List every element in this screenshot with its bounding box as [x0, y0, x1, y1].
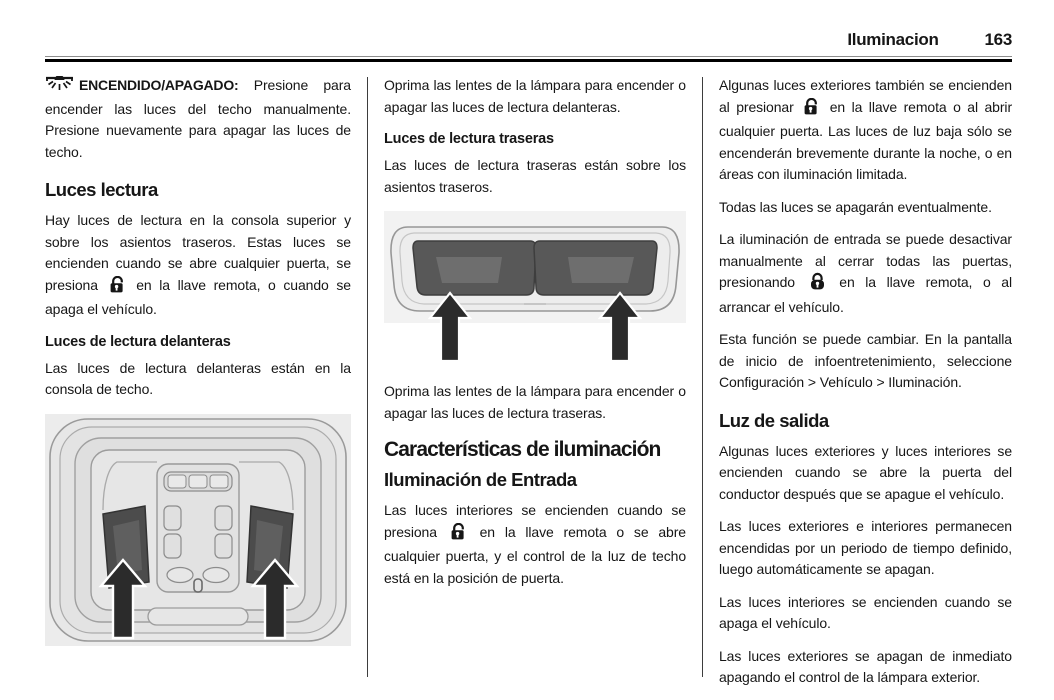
unlock-icon [109, 275, 126, 300]
subheading-front-reading-lights: Luces de lectura delanteras [45, 333, 231, 350]
entry-text-1: Las luces interiores se encienden cuando… [384, 502, 686, 540]
header-rule [45, 56, 1012, 62]
disable-text-1: La iluminación de entrada se puede desac… [719, 231, 1012, 290]
exterior-text-2: en la llave remota o al abrir cualquier … [719, 98, 1013, 183]
rear-press-paragraph: Oprima las lentes de la lámpara para enc… [384, 383, 686, 421]
up-arrow-icon [250, 557, 300, 639]
subheading-rear-reading-lights: Luces de lectura traseras [384, 131, 554, 147]
lock-icon [809, 272, 826, 297]
heading-caracteristicas: Características de iluminación [384, 438, 661, 461]
front-console-illustration [45, 413, 351, 651]
column-divider-1 [367, 77, 368, 677]
rear-lamp-illustration [384, 211, 686, 371]
dome-light-icon [45, 75, 74, 99]
reading-lights-text-1: Hay luces de lectura en la consola super… [45, 212, 351, 293]
exit-lighting-paragraph-2: Las luces exteriores e interiores perman… [719, 518, 1012, 577]
column-2: Oprima las lentes de la lámpara para enc… [384, 75, 686, 700]
onoff-text: Presione para encender las luces del tec… [45, 77, 351, 160]
reading-lights-text-2: en la llave remota, o cuando se apaga el… [45, 276, 351, 318]
exit-lighting-paragraph-1: Algunas luces exteriores y luces interio… [719, 442, 1012, 502]
unlock-icon [450, 522, 467, 547]
header-title: Iluminacion [847, 30, 939, 49]
unlock-icon [803, 97, 820, 122]
onoff-paragraph: ENCENDIDO/APAGADO: Presione para encende… [45, 75, 351, 163]
content-columns: ENCENDIDO/APAGADO: Presione para encende… [45, 75, 1012, 700]
rear-location-paragraph: Las luces de lectura traseras están sobr… [384, 157, 686, 195]
settings-paragraph: Esta función se puede cambiar. En la pan… [719, 331, 1012, 390]
exit-lighting-paragraph-3: Las luces interiores se encienden cuando… [719, 593, 1012, 632]
reading-lights-paragraph: Hay luces de lectura en la consola super… [45, 210, 351, 321]
heading-luces-lectura: Luces lectura [45, 179, 158, 200]
up-arrow-icon [597, 291, 643, 363]
page-number: 163 [984, 30, 1013, 49]
column-divider-2 [702, 77, 703, 677]
disable-entry-paragraph: La iluminación de entrada se puede desac… [719, 229, 1012, 318]
exterior-text-1: Algunas luces exteriores también se enci… [719, 77, 1012, 115]
all-lights-off-paragraph: Todas las luces se apagarán eventualment… [719, 198, 992, 215]
exterior-lights-paragraph: Algunas luces exteriores también se enci… [719, 75, 1012, 186]
subheading-iluminacion-entrada: Iluminación de Entrada [384, 469, 577, 490]
disable-text-2: en la llave remota, o al arrancar el veh… [719, 274, 1012, 315]
entry-lighting-paragraph: Las luces interiores se encienden cuando… [384, 500, 686, 589]
heading-luz-de-salida: Luz de salida [719, 409, 829, 431]
up-arrow-icon [98, 557, 148, 639]
entry-text-2: en la llave remota o se abre cualquier p… [384, 523, 686, 586]
page-header: Iluminacion 163 [45, 0, 1012, 50]
exit-lighting-paragraph-4: Las luces exteriores se apagan de inmedi… [719, 647, 1012, 686]
up-arrow-icon [427, 291, 473, 363]
front-reading-location-paragraph: Las luces de lectura delanteras están en… [45, 359, 351, 398]
column-3: Algunas luces exteriores también se enci… [719, 75, 1012, 700]
column-1: ENCENDIDO/APAGADO: Presione para encende… [45, 75, 351, 700]
onoff-label: ENCENDIDO/APAGADO: [79, 77, 239, 93]
front-press-paragraph: Oprima las lentes de la lámpara para enc… [384, 77, 686, 115]
